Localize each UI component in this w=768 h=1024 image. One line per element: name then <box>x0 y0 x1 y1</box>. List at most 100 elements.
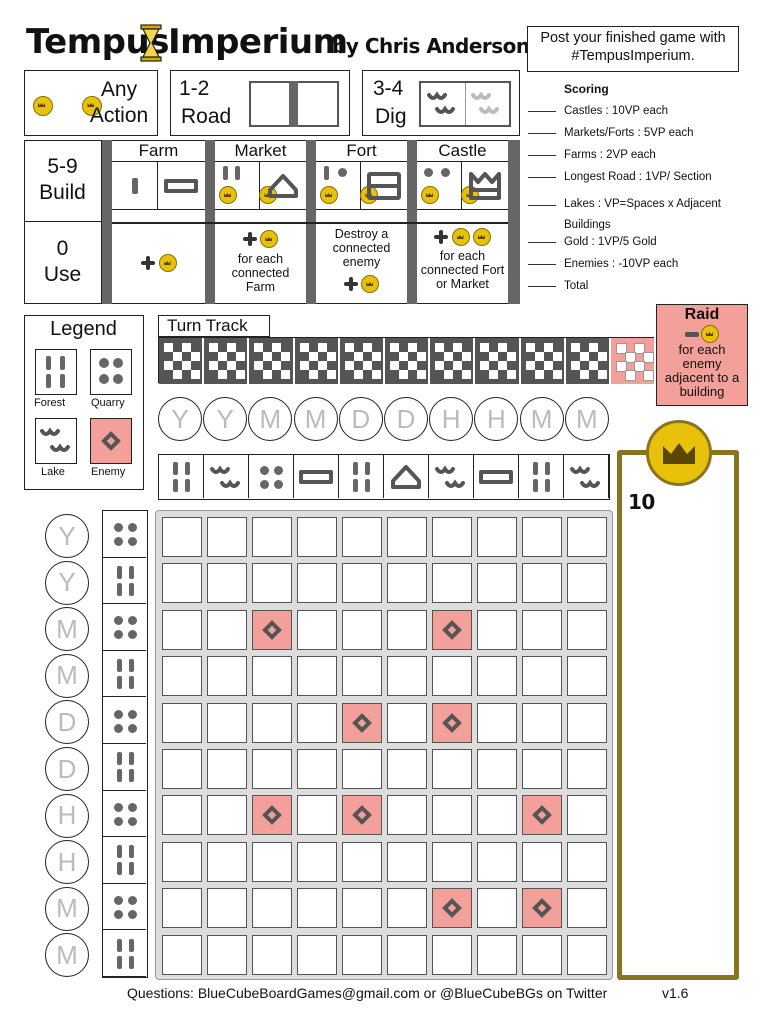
board-cell[interactable] <box>342 517 382 557</box>
board-cell[interactable] <box>477 517 517 557</box>
board-cell[interactable] <box>207 795 247 836</box>
board-cell[interactable] <box>297 563 337 604</box>
board-cell[interactable] <box>387 702 427 743</box>
board-cell[interactable] <box>477 888 517 929</box>
board-cell[interactable] <box>387 795 427 836</box>
enemy-cell[interactable] <box>252 609 292 650</box>
board-cell[interactable] <box>162 656 202 697</box>
board-cell[interactable] <box>207 609 247 650</box>
board-cell[interactable] <box>207 888 247 929</box>
board-cell[interactable] <box>432 934 472 975</box>
board-cell[interactable] <box>477 841 517 882</box>
board-cell[interactable] <box>162 702 202 743</box>
board-cell[interactable] <box>162 841 202 882</box>
board-cell[interactable] <box>567 563 607 604</box>
board-cell[interactable] <box>567 841 607 882</box>
board-cell[interactable] <box>162 517 202 557</box>
board-cell[interactable] <box>387 609 427 650</box>
enemy-cell[interactable] <box>522 795 562 836</box>
board-cell[interactable] <box>207 934 247 975</box>
board-cell[interactable] <box>162 934 202 975</box>
board-cell[interactable] <box>522 563 562 604</box>
board-cell[interactable] <box>432 795 472 836</box>
board-cell[interactable] <box>567 749 607 789</box>
board-cell[interactable] <box>252 888 292 929</box>
board-cell[interactable] <box>477 749 517 789</box>
board-cell[interactable] <box>297 888 337 929</box>
board-cell[interactable] <box>567 656 607 697</box>
board-cell[interactable] <box>162 563 202 604</box>
board-cell[interactable] <box>477 563 517 604</box>
board-cell[interactable] <box>297 656 337 697</box>
enemy-cell[interactable] <box>432 609 472 650</box>
board-cell[interactable] <box>522 517 562 557</box>
board-cell[interactable] <box>567 609 607 650</box>
board-cell[interactable] <box>522 841 562 882</box>
board-cell[interactable] <box>477 609 517 650</box>
board-cell[interactable] <box>342 609 382 650</box>
board-cell[interactable] <box>342 656 382 697</box>
board-cell[interactable] <box>522 609 562 650</box>
board-cell[interactable] <box>387 749 427 789</box>
board-cell[interactable] <box>252 702 292 743</box>
enemy-cell[interactable] <box>342 702 382 743</box>
board-cell[interactable] <box>477 795 517 836</box>
board-cell[interactable] <box>342 749 382 789</box>
board-cell[interactable] <box>252 934 292 975</box>
board-cell[interactable] <box>342 841 382 882</box>
board-cell[interactable] <box>207 563 247 604</box>
board-cell[interactable] <box>477 656 517 697</box>
board-cell[interactable] <box>162 795 202 836</box>
enemy-cell[interactable] <box>432 702 472 743</box>
board-cell[interactable] <box>252 517 292 557</box>
board-cell[interactable] <box>387 841 427 882</box>
board-cell[interactable] <box>162 888 202 929</box>
board-cell[interactable] <box>567 517 607 557</box>
board-cell[interactable] <box>207 841 247 882</box>
board-cell[interactable] <box>252 841 292 882</box>
board-cell[interactable] <box>342 888 382 929</box>
board-cell[interactable] <box>522 702 562 743</box>
board-cell[interactable] <box>342 563 382 604</box>
board-cell[interactable] <box>162 749 202 789</box>
board-cell[interactable] <box>252 563 292 604</box>
board-cell[interactable] <box>387 517 427 557</box>
board-cell[interactable] <box>567 934 607 975</box>
board-cell[interactable] <box>567 795 607 836</box>
board-cell[interactable] <box>477 702 517 743</box>
board-cell[interactable] <box>342 934 382 975</box>
board-cell[interactable] <box>432 517 472 557</box>
enemy-cell[interactable] <box>432 888 472 929</box>
board-cell[interactable] <box>432 749 472 789</box>
board-cell[interactable] <box>432 563 472 604</box>
board-cell[interactable] <box>297 517 337 557</box>
board-cell[interactable] <box>387 656 427 697</box>
board-cell[interactable] <box>567 888 607 929</box>
board-cell[interactable] <box>387 563 427 604</box>
board-cell[interactable] <box>387 934 427 975</box>
enemy-cell[interactable] <box>252 795 292 836</box>
board-cell[interactable] <box>432 656 472 697</box>
board-cell[interactable] <box>252 656 292 697</box>
board-cell[interactable] <box>297 609 337 650</box>
board-cell[interactable] <box>252 749 292 789</box>
board-cell[interactable] <box>297 749 337 789</box>
board-cell[interactable] <box>162 609 202 650</box>
board-cell[interactable] <box>207 749 247 789</box>
board-cell[interactable] <box>477 934 517 975</box>
board-cell[interactable] <box>522 656 562 697</box>
board-cell[interactable] <box>297 934 337 975</box>
board-cell[interactable] <box>297 841 337 882</box>
board-cell[interactable] <box>207 702 247 743</box>
board-cell[interactable] <box>432 841 472 882</box>
enemy-cell[interactable] <box>342 795 382 836</box>
board-cell[interactable] <box>207 517 247 557</box>
board-cell[interactable] <box>207 656 247 697</box>
board-cell[interactable] <box>567 702 607 743</box>
board-cell[interactable] <box>387 888 427 929</box>
enemy-cell[interactable] <box>522 888 562 929</box>
board-cell[interactable] <box>297 795 337 836</box>
board-cell[interactable] <box>522 749 562 789</box>
board-cell[interactable] <box>522 934 562 975</box>
board-cell[interactable] <box>297 702 337 743</box>
